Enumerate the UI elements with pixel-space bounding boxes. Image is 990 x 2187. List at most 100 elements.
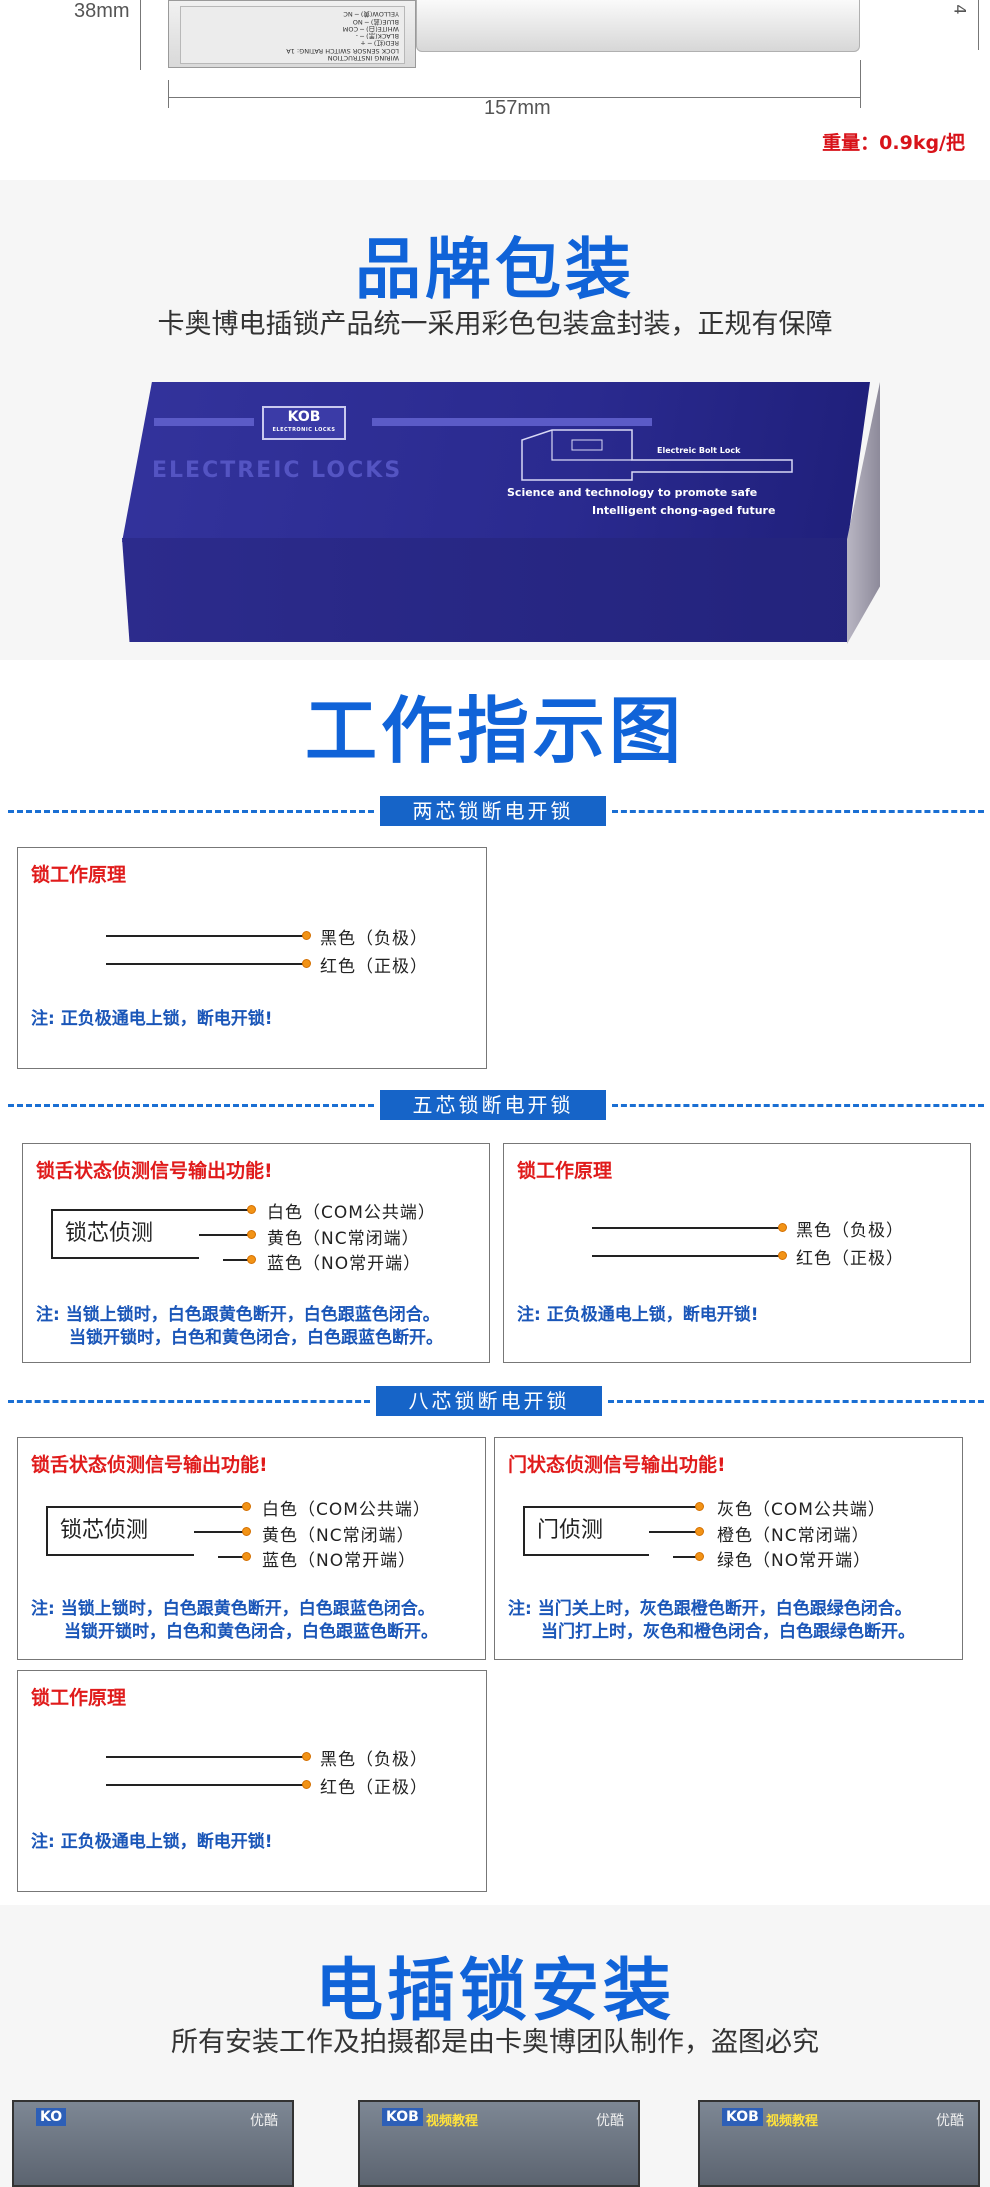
- install-video-thumbnail[interactable]: KOB 视频教程 优酷: [698, 2100, 980, 2187]
- dashed-rule: [612, 1104, 984, 1107]
- lock-sensor-box: 锁芯侦测: [51, 1209, 199, 1259]
- wire-terminal: [242, 1502, 251, 1511]
- two-core-banner: 两芯锁断电开锁: [0, 796, 990, 826]
- wire-terminal: [242, 1527, 251, 1536]
- wire-white: [51, 1209, 251, 1211]
- wire-red: [592, 1255, 782, 1257]
- brand-packaging-subtitle: 卡奥博电插锁产品统一采用彩色包装盒封装，正规有保障: [157, 309, 833, 340]
- dashed-rule: [612, 810, 984, 813]
- lock-sensor-box: 锁芯侦测: [46, 1506, 194, 1556]
- box-slogan: Science and technology to promote safe: [507, 486, 758, 499]
- video-logo: KO: [36, 2108, 67, 2126]
- video-platform-tag: 优酷: [596, 2113, 624, 2129]
- wire-terminal: [302, 959, 311, 968]
- wire-label-orange: 橙色（NC常闭端）: [717, 1526, 870, 1546]
- sticker-line: LOCK SENSOR SWITCH RATING: 1A: [286, 46, 399, 55]
- wire-black: [106, 935, 306, 937]
- box-watermark: ELECTREIC LOCKS: [152, 458, 403, 483]
- sensor-note-line: 注: 当锁上锁时，白色跟黄色断开，白色跟蓝色闭合。: [36, 1305, 440, 1325]
- length-dimension-label: 157mm: [484, 97, 551, 119]
- sensor-note-line: 当锁开锁时，白色和黄色闭合，白色跟蓝色断开。: [69, 1328, 443, 1348]
- wire-blue: [223, 1259, 251, 1261]
- sensor-note-line: 当锁开锁时，白色和黄色闭合，白色跟蓝色断开。: [64, 1622, 438, 1642]
- dimension-section: 38mm WIRING INSTRUCTION LOCK SENSOR SWIT…: [0, 0, 990, 175]
- eight-core-door-panel: 门状态侦测信号输出功能! 门侦测 灰色（COM公共端） 橙色（NC常闭端） 绿色…: [494, 1437, 963, 1660]
- installation-subtitle: 所有安装工作及拍摄都是由卡奥博团队制作，盗图必究: [171, 2027, 819, 2058]
- wire-black: [592, 1227, 782, 1229]
- wire-yellow: [199, 1234, 251, 1236]
- wire-terminal: [695, 1552, 704, 1561]
- wire-yellow: [194, 1531, 246, 1533]
- dashed-rule: [8, 1400, 370, 1403]
- box-stripe: [372, 418, 652, 426]
- lock-sensor-label: 锁芯侦测: [65, 1221, 154, 1246]
- wire-label-gray: 灰色（COM公共端）: [717, 1500, 886, 1520]
- wire-blue: [218, 1556, 246, 1558]
- wire-terminal: [695, 1502, 704, 1511]
- weight-label: 重量：0.9kg/把: [822, 132, 965, 154]
- wire-black: [106, 1756, 306, 1758]
- wire-label-red: 红色（正极）: [796, 1249, 904, 1269]
- wire-terminal: [247, 1205, 256, 1214]
- wire-red: [106, 963, 306, 965]
- video-brand-label: 视频教程: [426, 2114, 479, 2129]
- sensor-title: 锁舌状态侦测信号输出功能!: [36, 1160, 273, 1182]
- sensor-note-line: 注: 当锁上锁时，白色跟黄色断开，白色跟蓝色闭合。: [31, 1599, 435, 1619]
- two-core-principle-panel: 锁工作原理 黑色（负极） 红色（正极） 注: 正负极通电上锁，断电开锁!: [17, 847, 487, 1069]
- wire-terminal: [778, 1251, 787, 1260]
- wire-label-black: 黑色（负极）: [320, 1750, 428, 1770]
- dashed-rule: [8, 810, 374, 813]
- wire-terminal: [302, 931, 311, 940]
- lock-outline-drawing: [521, 429, 793, 481]
- principle-note: 注: 正负极通电上锁，断电开锁!: [31, 1832, 273, 1852]
- box-logo-subtext: ELECTRONIC LOCKS: [272, 427, 336, 433]
- eight-core-banner-label: 八芯锁断电开锁: [376, 1386, 602, 1416]
- box-slogan: Intelligent chong-aged future: [592, 504, 776, 517]
- box-logo-text: KOB: [287, 409, 321, 425]
- install-video-thumbnail[interactable]: KO 优酷: [12, 2100, 294, 2187]
- lock-sensor-label: 锁芯侦测: [60, 1518, 149, 1543]
- wire-red: [106, 1784, 306, 1786]
- install-video-thumbnail[interactable]: KOB 视频教程 优酷: [358, 2100, 640, 2187]
- height-dimension-line: [140, 0, 141, 70]
- video-platform-tag: 优酷: [250, 2113, 278, 2129]
- dashed-rule: [8, 1104, 374, 1107]
- wire-terminal: [247, 1255, 256, 1264]
- dashed-rule: [608, 1400, 984, 1403]
- wire-label-red: 红色（正极）: [320, 957, 428, 977]
- sticker-line: BLUE(蓝) ─ NO: [352, 17, 399, 26]
- sticker-line: YELLOW(黄) ─ NC: [343, 10, 399, 19]
- wire-terminal: [695, 1527, 704, 1536]
- five-core-banner-label: 五芯锁断电开锁: [380, 1090, 606, 1120]
- sticker-line: WIRING INSTRUCTION: [327, 54, 399, 62]
- lock-bolt-image: [416, 0, 860, 52]
- wire-gray: [523, 1506, 699, 1508]
- wire-terminal: [242, 1552, 251, 1561]
- work-diagram-title: 工作指示图: [304, 689, 685, 773]
- wire-label-black: 黑色（负极）: [320, 929, 428, 949]
- door-note: 注: 当门关上时，灰色跟橙色断开，白色跟绿色闭合。 当门打上时，灰色和橙色闭合，…: [508, 1598, 915, 1644]
- two-core-banner-label: 两芯锁断电开锁: [380, 796, 606, 826]
- height-dimension-label: 38mm: [74, 0, 130, 22]
- wire-label-black: 黑色（负极）: [796, 1221, 904, 1241]
- door-note-line: 当门打上时，灰色和橙色闭合，白色跟绿色断开。: [541, 1622, 915, 1642]
- five-core-principle-panel: 锁工作原理 黑色（负极） 红色（正极） 注: 正负极通电上锁，断电开锁!: [503, 1143, 971, 1363]
- installation-title: 电插锁安装: [314, 1952, 675, 2031]
- sensor-note: 注: 当锁上锁时，白色跟黄色断开，白色跟蓝色闭合。 当锁开锁时，白色和黄色闭合，…: [36, 1304, 443, 1350]
- eight-core-banner: 八芯锁断电开锁: [0, 1386, 990, 1416]
- wire-green: [673, 1556, 699, 1558]
- principle-title: 锁工作原理: [31, 864, 127, 886]
- depth-dimension-line: [978, 0, 979, 50]
- five-core-sensor-panel: 锁舌状态侦测信号输出功能! 锁芯侦测 白色（COM公共端） 黄色（NC常闭端） …: [22, 1143, 490, 1363]
- wire-terminal: [302, 1752, 311, 1761]
- door-sensor-title: 门状态侦测信号输出功能!: [508, 1454, 726, 1476]
- wire-white: [46, 1506, 246, 1508]
- video-platform-tag: 优酷: [936, 2113, 964, 2129]
- principle-note: 注: 正负极通电上锁，断电开锁!: [517, 1305, 759, 1325]
- box-lock-name: Electreic Bolt Lock: [657, 446, 741, 455]
- eight-core-sensor-panel: 锁舌状态侦测信号输出功能! 锁芯侦测 白色（COM公共端） 黄色（NC常闭端） …: [17, 1437, 486, 1660]
- door-note-line: 注: 当门关上时，灰色跟橙色断开，白色跟绿色闭合。: [508, 1599, 912, 1619]
- wire-orange: [649, 1531, 699, 1533]
- eight-core-principle-panel: 锁工作原理 黑色（负极） 红色（正极） 注: 正负极通电上锁，断电开锁!: [17, 1670, 487, 1892]
- box-front-face: [122, 538, 848, 642]
